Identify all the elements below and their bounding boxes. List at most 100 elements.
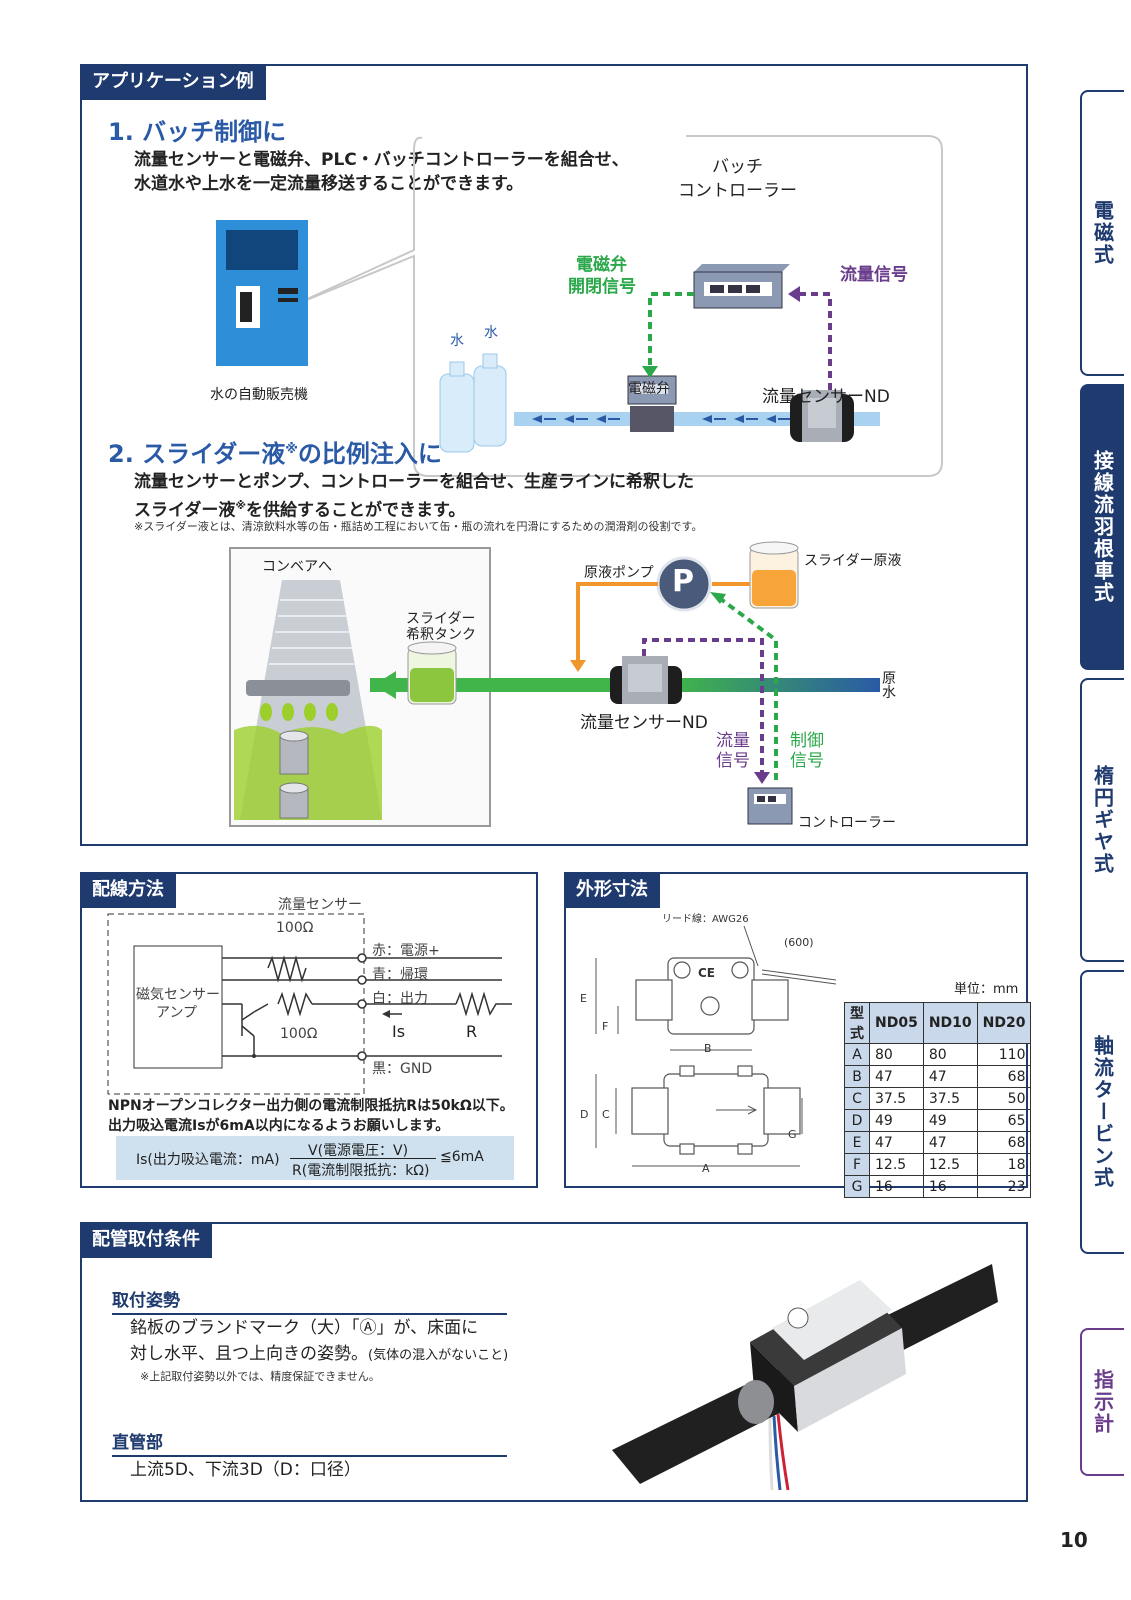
dim-b: B: [704, 1042, 712, 1055]
valve-label: 電磁弁: [628, 381, 670, 397]
slider-line2-post: を供給することができます。: [246, 500, 466, 521]
wire-black: 黒：GND: [372, 1061, 433, 1077]
slider-line2-mark: ※: [235, 499, 247, 512]
cell: 47: [922, 1131, 978, 1154]
cell: 16: [869, 1175, 924, 1198]
control-signal-1: 制御: [790, 731, 824, 751]
sensor-label-slider: 流量センサーND: [580, 713, 708, 733]
cell: 37.5: [922, 1087, 978, 1110]
slider-line2: スライダー液※を供給することができます。: [134, 494, 465, 523]
tab-tangential[interactable]: 接線流羽根車式: [1080, 384, 1124, 670]
cell: 47: [869, 1065, 924, 1088]
stock-label: スライダー原液: [804, 553, 902, 569]
tab-indicator[interactable]: 指示計: [1080, 1328, 1124, 1476]
col-header: 型式: [844, 1002, 870, 1044]
amp-label-2: アンプ: [156, 1005, 198, 1021]
length-label: (600): [784, 936, 814, 949]
tab-label: 指示計: [1090, 1369, 1115, 1435]
wire-white: 白：出力: [372, 991, 428, 1007]
slider-line1: 流量センサーとポンプ、コントローラーを組合せ、生産ラインに希釈した: [134, 472, 694, 492]
posture-line1: 銘板のブランドマーク（大）「Ⓐ」が、床面に: [130, 1318, 479, 1338]
stock-tank-icon: [749, 541, 799, 609]
valve-signal-1: 電磁弁: [576, 255, 627, 275]
slider-line2-pre: スライダー液: [134, 500, 236, 521]
wiring-note-2: 出力吸込電流Isが6mA以内になるようお願いします。: [108, 1118, 450, 1134]
wiring-diagram: [107, 913, 512, 1095]
tab-axial-turbine[interactable]: 軸流タービン式: [1080, 970, 1124, 1254]
wire-blue: 青：帰環: [372, 967, 428, 983]
dim-a: A: [702, 1162, 710, 1175]
r-label: R: [466, 1022, 478, 1041]
cell: B: [844, 1065, 870, 1088]
cell: 65: [976, 1109, 1032, 1132]
pump-letter: P: [672, 564, 694, 599]
raw-water-2: 水: [882, 685, 896, 701]
conveyor-label: コンベアへ: [262, 559, 332, 575]
cell: 23: [976, 1175, 1032, 1198]
cell: 16: [922, 1175, 978, 1198]
cell: 37.5: [869, 1087, 924, 1110]
cell: D: [844, 1109, 870, 1132]
straight-text: 上流5D、下流3D（D：口径）: [130, 1460, 361, 1480]
cell: 12.5: [869, 1153, 924, 1176]
is-label: Is: [392, 1022, 406, 1041]
posture-line2-small: (気体の混入がないこと): [368, 1348, 509, 1363]
dimensions-header: 外形寸法: [564, 872, 660, 908]
cell: 80: [869, 1043, 924, 1066]
col-header: ND05: [869, 1002, 924, 1044]
bottle-label-2: 水: [484, 325, 498, 341]
controller-label-2: コントローラー: [678, 181, 797, 201]
bottle-label-1: 水: [450, 333, 464, 349]
can-icon: [279, 730, 309, 819]
ce-mark: CE: [698, 966, 716, 980]
tab-label: 接線流羽根車式: [1090, 450, 1115, 604]
dim-e: E: [580, 992, 587, 1005]
flow-signal-2: 信号: [716, 751, 750, 771]
controller-label: コントローラー: [798, 815, 896, 831]
bottles-icon: [439, 353, 507, 453]
cell: E: [844, 1131, 870, 1154]
control-signal-2: 信号: [790, 751, 824, 771]
cell: 110: [976, 1043, 1032, 1066]
formula-box: Is(出力吸込電流：mA) V(電源電圧：V) R(電流制限抵抗：kΩ) ≦6m…: [116, 1136, 514, 1180]
wiring-header: 配線方法: [80, 872, 176, 908]
controller-icon: [747, 787, 793, 825]
tab-electromagnetic[interactable]: 電磁式: [1080, 90, 1124, 376]
wiring-section: 配線方法 流量センサー: [80, 872, 538, 1188]
cell: 49: [869, 1109, 924, 1132]
col-header: ND10: [922, 1002, 978, 1044]
wire-red: 赤：電源+: [372, 943, 440, 959]
unit-label: 単位：mm: [954, 982, 1019, 997]
page-number: 10: [1060, 1528, 1088, 1552]
cell: 12.5: [922, 1153, 978, 1176]
posture-note: ※上記取付姿勢以外では、精度保証できません。: [140, 1370, 380, 1383]
slider-title-pre: 2. スライダー液: [108, 440, 286, 468]
cell: 47: [869, 1131, 924, 1154]
cell: 50: [976, 1087, 1032, 1110]
dim-f: F: [602, 1020, 609, 1033]
batch-controller-icon: [693, 264, 790, 309]
slider-title-post: の比例注入に: [297, 440, 442, 468]
table-header-row: 型式 ND05 ND10 ND20: [844, 1002, 1032, 1044]
slider-note: ※スライダー液とは、清涼飲料水等の缶・瓶詰め工程において缶・瓶の流れを円滑にする…: [134, 520, 703, 533]
posture-title: 取付姿勢: [112, 1286, 507, 1315]
dimensions-section: 外形寸法 リード線：AWG26 (600): [564, 872, 1032, 1198]
formula-bar: [290, 1158, 436, 1159]
tank-label-1: スライダー: [406, 611, 476, 627]
installed-sensor-image: [612, 1264, 998, 1491]
piping-header: 配管取付条件: [80, 1222, 212, 1258]
r-top-label: 100Ω: [276, 920, 314, 936]
tab-oval-gear[interactable]: 楕円ギヤ式: [1080, 678, 1124, 962]
lead-label: リード線：AWG26: [662, 914, 749, 925]
wiring-note-1: NPNオープンコレクター出力側の電流制限抵抗Rは50kΩ以下。: [108, 1098, 514, 1114]
dim-d: D: [580, 1108, 589, 1121]
formula-left: Is(出力吸込電流：mA): [136, 1152, 280, 1168]
cell: G: [844, 1175, 870, 1198]
flow-sensor-icon: [790, 390, 854, 442]
